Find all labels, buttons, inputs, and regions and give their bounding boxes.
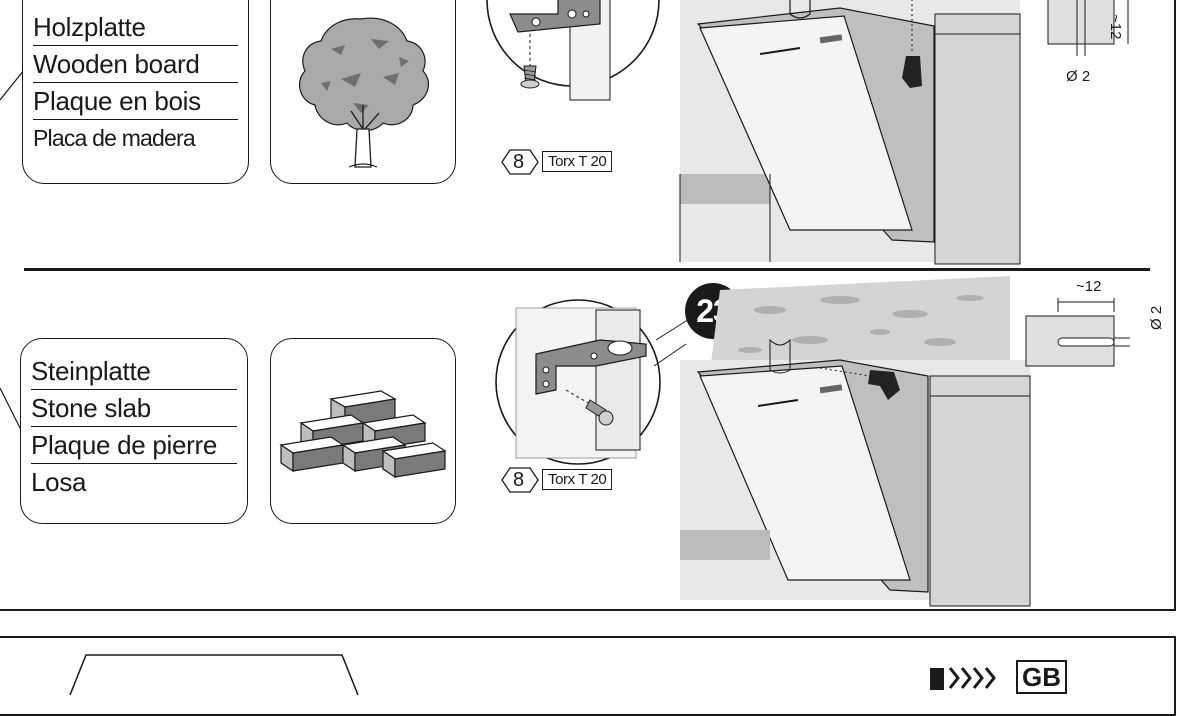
stone-dimension-drawing — [1025, 298, 1130, 367]
wood-icon-box — [270, 0, 456, 184]
stone-dim-diameter: Ø 2 — [1148, 305, 1165, 330]
wood-label-es: Placa de madera — [33, 125, 196, 151]
stone-detail-view — [495, 299, 695, 465]
stone-label-de: Steinplatte — [31, 353, 237, 390]
wood-qty-chevron — [501, 149, 539, 175]
wood-qty: 8 — [513, 151, 525, 173]
stone-label-es: Losa — [31, 467, 87, 497]
wood-detail-view — [486, 0, 660, 101]
stone-callout-lines — [0, 387, 21, 429]
stone-qty-chevron — [501, 467, 539, 493]
wood-label-en: Wooden board — [33, 46, 238, 83]
language-badge: GB — [1016, 660, 1067, 694]
wood-label-de: Holzplatte — [33, 9, 238, 46]
main-panel — [0, 0, 1176, 611]
tree-icon — [298, 17, 430, 168]
wood-callout-lines — [0, 69, 25, 101]
wood-dim-depth: ~12 — [1107, 14, 1124, 40]
wood-label-box: Holzplatte Wooden board Plaque en bois P… — [22, 0, 249, 184]
stone-dishwasher-illustration — [680, 276, 1031, 607]
next-page-title-tab — [69, 654, 359, 696]
stone-icon-box — [270, 338, 456, 524]
progress-arrows-icon — [930, 667, 996, 690]
stone-dim-depth: ~12 — [1076, 278, 1102, 295]
wood-dim-diameter: Ø 2 — [1066, 68, 1091, 85]
stone-label-en: Stone slab — [31, 390, 237, 427]
stone-label-fr: Plaque de pierre — [31, 427, 237, 464]
wood-tool-label: Torx T 20 — [542, 151, 613, 172]
brick-stack-icon — [279, 390, 447, 479]
stone-qty: 8 — [513, 469, 525, 491]
wood-dishwasher-illustration — [679, 0, 1021, 265]
wood-dimension-drawing — [1047, 0, 1129, 56]
wood-label-fr: Plaque en bois — [33, 83, 238, 120]
stone-tool-label: Torx T 20 — [542, 469, 613, 490]
stone-label-box: Steinplatte Stone slab Plaque de pierre … — [20, 338, 248, 524]
section-divider — [24, 268, 1150, 271]
